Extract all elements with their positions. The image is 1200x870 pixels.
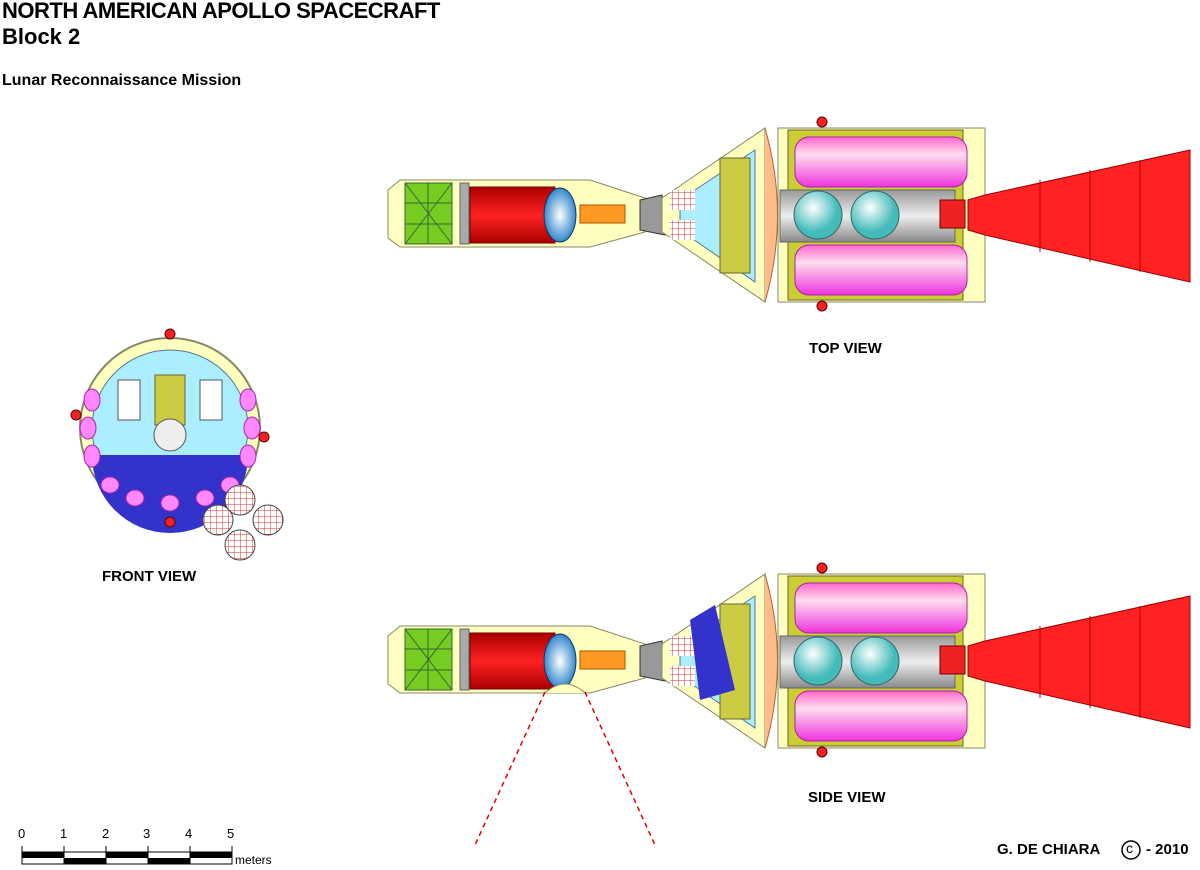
top-view-drawing [387, 116, 1191, 312]
scale-unit: meters [235, 853, 272, 867]
front-view-drawing [70, 328, 284, 561]
scale-bar [21, 846, 233, 865]
front-view-label: FRONT VIEW [102, 568, 197, 585]
top-view-label: TOP VIEW [809, 340, 882, 357]
scale-tick: 3 [143, 826, 151, 841]
scale-tick: 4 [185, 826, 193, 841]
credit-author: G. DE CHIARA [997, 841, 1101, 858]
scale-tick: 5 [227, 826, 235, 841]
side-view-drawing [387, 562, 1191, 846]
credit-year: - 2010 [1146, 841, 1189, 858]
subtitle: Lunar Reconnaissance Mission [2, 72, 242, 89]
title-line-2: Block 2 [2, 24, 81, 49]
scale-tick: 0 [18, 826, 26, 841]
scale-tick: 2 [102, 826, 110, 841]
side-view-label: SIDE VIEW [808, 789, 886, 806]
copyright-letter: c [1126, 840, 1133, 856]
scale-tick: 1 [60, 826, 68, 841]
title-line-1: NORTH AMERICAN APOLLO SPACECRAFT [2, 0, 440, 23]
copyright-icon [1121, 840, 1141, 860]
